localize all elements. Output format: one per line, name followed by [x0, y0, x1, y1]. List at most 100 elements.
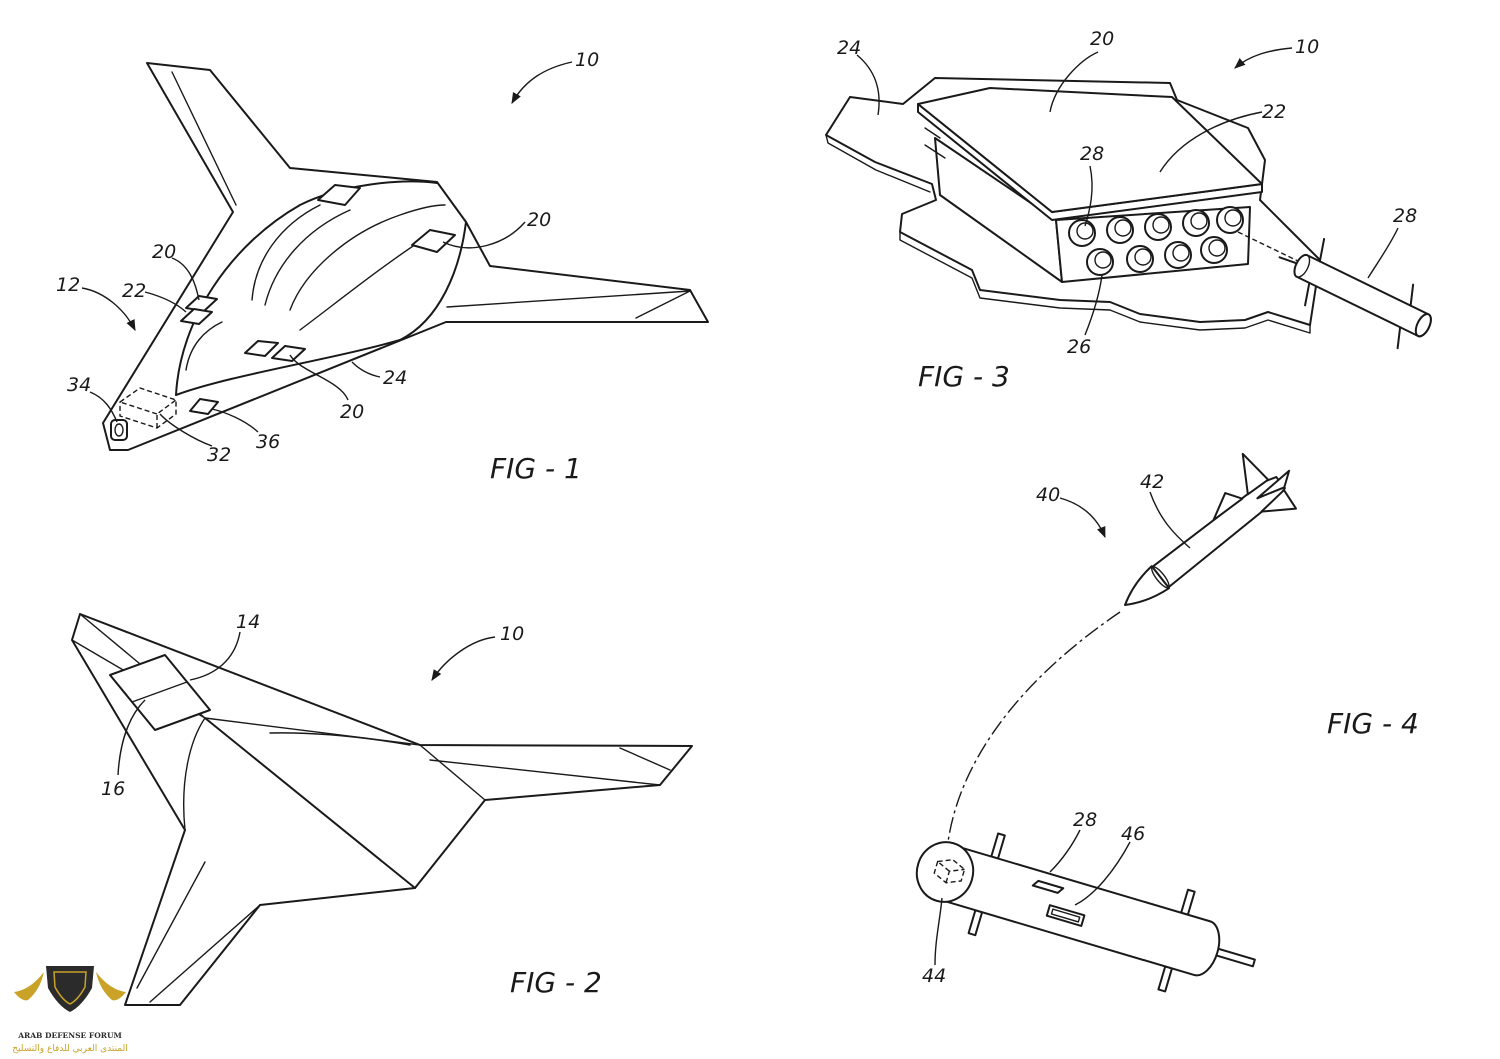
fig3-launch-tube — [1216, 206, 1244, 234]
fig4-leaders — [934, 491, 1191, 966]
figure-1: 10 12 20 22 20 24 20 34 32 36 FIG - 1 — [56, 49, 709, 485]
fig3-leader-26 — [1084, 274, 1103, 336]
fig1-leader-36 — [211, 408, 259, 433]
fig1-ref-label: 36 — [256, 431, 280, 453]
fig3-tube-array — [1068, 206, 1244, 276]
fig4-canister-end-window — [915, 841, 975, 903]
fig4-leader-44 — [934, 897, 943, 966]
fig2-labels: 14 10 16 FIG - 2 — [101, 611, 602, 999]
fig3-munition-fins — [1278, 237, 1415, 350]
fig1-nose-sensor — [110, 419, 128, 441]
fig2-caption: FIG - 2 — [510, 966, 602, 999]
fig4-ref-label: 44 — [922, 965, 946, 987]
fig4-missile-tail-fin-upper — [1241, 452, 1270, 496]
fig1-ref-label: 24 — [383, 367, 407, 389]
logo-shield-inner — [53, 971, 87, 1005]
fig3-leaders — [856, 47, 1399, 336]
fig2-leader-10 — [431, 636, 496, 681]
fig4-ref-label: 42 — [1140, 471, 1164, 493]
fig3-ref-label: 24 — [837, 37, 861, 59]
fig1-leader-20c — [289, 354, 349, 401]
fig3-launch-tube — [1182, 209, 1210, 237]
fig2-lower-wing-ridge — [136, 861, 206, 989]
fig3-launch-tube — [1068, 219, 1096, 247]
fig1-aircraft — [102, 62, 709, 451]
fig4-leader-46 — [1074, 841, 1131, 906]
fig1-antenna — [189, 398, 219, 415]
fig3-leader-28b — [1367, 227, 1399, 279]
fig4-missile-tail-fin-side — [1256, 469, 1291, 500]
fig3-tube-bore — [1094, 251, 1112, 269]
fig4-canister-fin — [967, 909, 984, 937]
fig2-leader-14 — [189, 631, 241, 681]
fig3-caption: FIG - 3 — [918, 360, 1010, 393]
fig1-ref-label: 32 — [207, 444, 231, 466]
fig3-leader-10 — [1234, 47, 1293, 69]
fig1-leader-20a — [171, 257, 200, 301]
fig4-trajectory — [947, 611, 1121, 843]
fig3-ref-label: 10 — [1295, 36, 1319, 58]
fig4-canister — [915, 832, 1256, 993]
fig3-tube-bore — [1152, 216, 1170, 234]
fig1-leader-34 — [89, 391, 118, 423]
watermark-logo: ARAB DEFENSE FORUM المنتدى العربي للدفاع… — [12, 966, 128, 1054]
fig4-leader-42 — [1149, 491, 1191, 549]
fig4-missile-nose — [1124, 565, 1171, 606]
fig2-leader-16 — [117, 699, 146, 776]
fig4-missile-nose-joint — [1151, 565, 1170, 589]
fig1-leader-32 — [159, 413, 213, 447]
fig3-lid-top — [917, 87, 1263, 213]
fig3-tube-bore — [1208, 239, 1226, 257]
figure-4: 40 42 28 46 44 FIG - 4 — [915, 452, 1419, 993]
fig3-tube-bore — [1076, 222, 1094, 240]
fig3-tube-bore — [1134, 248, 1152, 266]
fig1-panel-lower-b — [271, 345, 306, 362]
fig1-nose-sensor-lens — [114, 423, 124, 437]
fig2-ref-label: 16 — [101, 778, 125, 800]
fig1-leader-10 — [511, 61, 573, 104]
fig3-ref-label: 22 — [1262, 101, 1286, 123]
fig3-labels: 24 20 10 22 28 28 26 FIG - 3 — [837, 28, 1417, 393]
fig4-leader-40 — [1059, 497, 1106, 539]
fig3-launch-tube — [1126, 245, 1154, 273]
fig3-launch-tube — [1106, 216, 1134, 244]
fig1-panel-top — [317, 184, 361, 206]
fig3-lid-bracket — [924, 127, 946, 159]
fig1-canopy-curve — [251, 204, 321, 301]
fig3-leader-28a — [1084, 165, 1093, 227]
fig3-ref-label: 20 — [1090, 28, 1114, 50]
fig4-canister-fin — [990, 832, 1006, 860]
fig4-canister-slot — [1031, 879, 1065, 894]
fig1-panel-right — [411, 229, 456, 253]
fig3-leader-22 — [1159, 111, 1263, 173]
fig4-missile — [1124, 452, 1298, 606]
logo-shield — [46, 966, 94, 1012]
fig1-ref-label: 22 — [122, 280, 146, 302]
logo-wing-left — [14, 972, 44, 1001]
fig3-ref-label: 26 — [1067, 336, 1091, 358]
fig1-ref-label: 20 — [152, 241, 176, 263]
fig4-leader-28 — [1049, 829, 1081, 873]
fig3-tube-bore — [1224, 209, 1242, 227]
fig3-munition — [1278, 237, 1432, 350]
fig4-canister-port-inner — [1050, 908, 1081, 923]
fig3-launch-tube — [1144, 213, 1172, 241]
fig1-ref-label: 20 — [527, 209, 551, 231]
fig1-labels: 10 12 20 22 20 24 20 34 32 36 FIG - 1 — [56, 49, 599, 485]
fig1-caption: FIG - 1 — [490, 452, 582, 485]
fig2-right-wing-line — [429, 759, 661, 786]
fig1-canopy-curve — [264, 209, 351, 306]
figure-2: 14 10 16 FIG - 2 — [71, 611, 693, 1006]
fig2-surface-stroke — [269, 732, 411, 746]
fig4-canister-seeker — [933, 858, 966, 884]
fig4-canister-fin — [1180, 888, 1196, 916]
fig2-aircraft-outline — [71, 613, 693, 1006]
fig2-ref-label: 14 — [236, 611, 260, 633]
fig3-launcher-box — [917, 87, 1263, 283]
fig4-canister-body — [936, 844, 1221, 977]
fig1-aircraft-outline — [102, 62, 709, 451]
fig1-body-lower-curve — [175, 221, 467, 396]
fig1-ref-label: 12 — [56, 274, 80, 296]
fig1-body-upper-curve — [175, 180, 438, 396]
